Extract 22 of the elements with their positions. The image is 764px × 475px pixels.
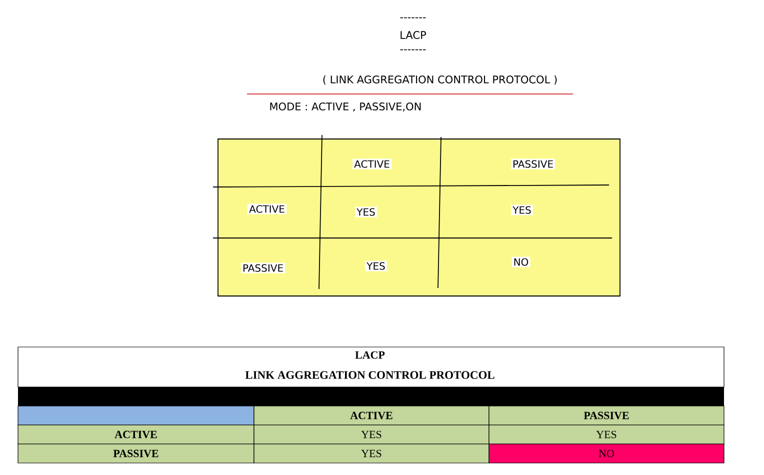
table-cell: YES <box>254 444 490 464</box>
table-cell: YES <box>488 424 724 444</box>
table-cell: PASSIVE <box>510 158 556 170</box>
title-dashes: ------- <box>400 17 426 18</box>
table-cell: NO <box>512 256 530 268</box>
table-cell: PASSIVE <box>488 406 724 426</box>
table-cell: YES <box>511 204 533 216</box>
table-cell: ACTIVE <box>254 406 490 426</box>
table-cell: PASSIVE <box>240 262 286 274</box>
table-cell: ACTIVE <box>248 204 286 214</box>
table-cell: YES <box>254 424 490 444</box>
subtitle: ( LINK AGGREGATION CONTROL PROTOCOL ) <box>323 75 557 85</box>
heading: LACP <box>400 31 426 39</box>
table-cell: NO <box>488 444 724 464</box>
mode-text: MODE : ACTIVE , PASSIVE,ON <box>270 102 421 112</box>
title-dashes: ------- <box>400 49 426 50</box>
table-cell: YES <box>355 206 377 218</box>
table-cell: ACTIVE <box>352 158 392 170</box>
table-cell: YES <box>365 260 387 272</box>
table-cell: PASSIVE <box>18 444 254 464</box>
table-title-cell: LACP LINK AGGREGATION CONTROL PROTOCOL <box>18 346 724 388</box>
table-cell: ACTIVE <box>18 424 254 444</box>
